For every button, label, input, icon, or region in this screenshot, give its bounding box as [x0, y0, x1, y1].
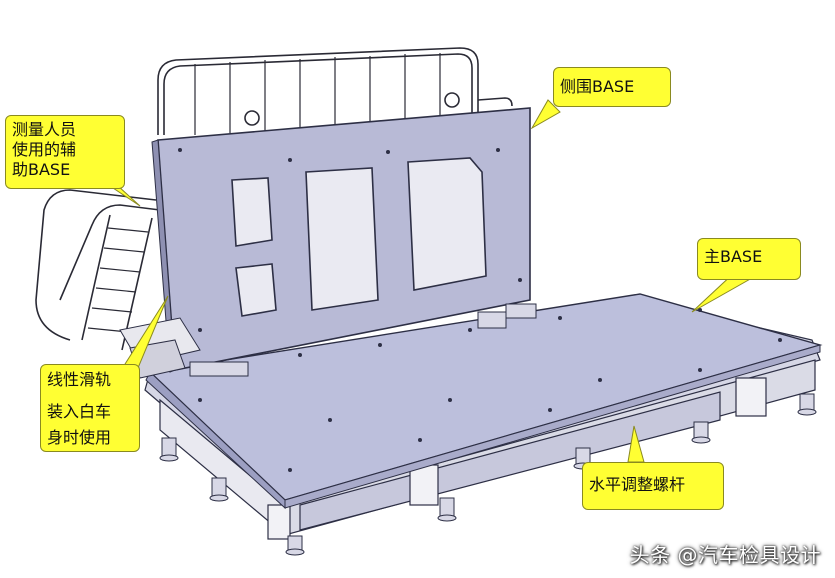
label-leveling-screw-text: 水平调整螺杆 [589, 475, 686, 494]
ladder [35, 189, 161, 351]
label-side-base-text: 侧围BASE [560, 77, 635, 96]
label-side-base: 侧围BASE [553, 67, 671, 107]
label-leveling-screw: 水平调整螺杆 [582, 462, 724, 510]
label-main-base: 主BASE [697, 238, 801, 280]
label-aux-base-line-3: 助BASE [12, 160, 71, 179]
label-main-base-text: 主BASE [704, 247, 763, 266]
label-linear-rail-line-1: 线性滑轨 [47, 370, 112, 389]
label-aux-base-line-1: 测量人员 [12, 120, 77, 139]
label-linear-rail: 线性滑轨 装入白车 身时使用 [40, 364, 140, 452]
main-base-plate [145, 293, 823, 510]
label-linear-rail-line-2: 装入白车 [47, 402, 112, 421]
watermark: 头条 @汽车检具设计 [629, 543, 821, 567]
label-aux-base: 测量人员 使用的辅 助BASE [5, 115, 125, 189]
callout-pointers [103, 99, 754, 463]
label-linear-rail-line-3: 身时使用 [47, 428, 112, 447]
guard-railing [157, 47, 513, 135]
label-aux-base-line-2: 使用的辅 [12, 140, 77, 159]
side-base-panel [151, 107, 531, 373]
